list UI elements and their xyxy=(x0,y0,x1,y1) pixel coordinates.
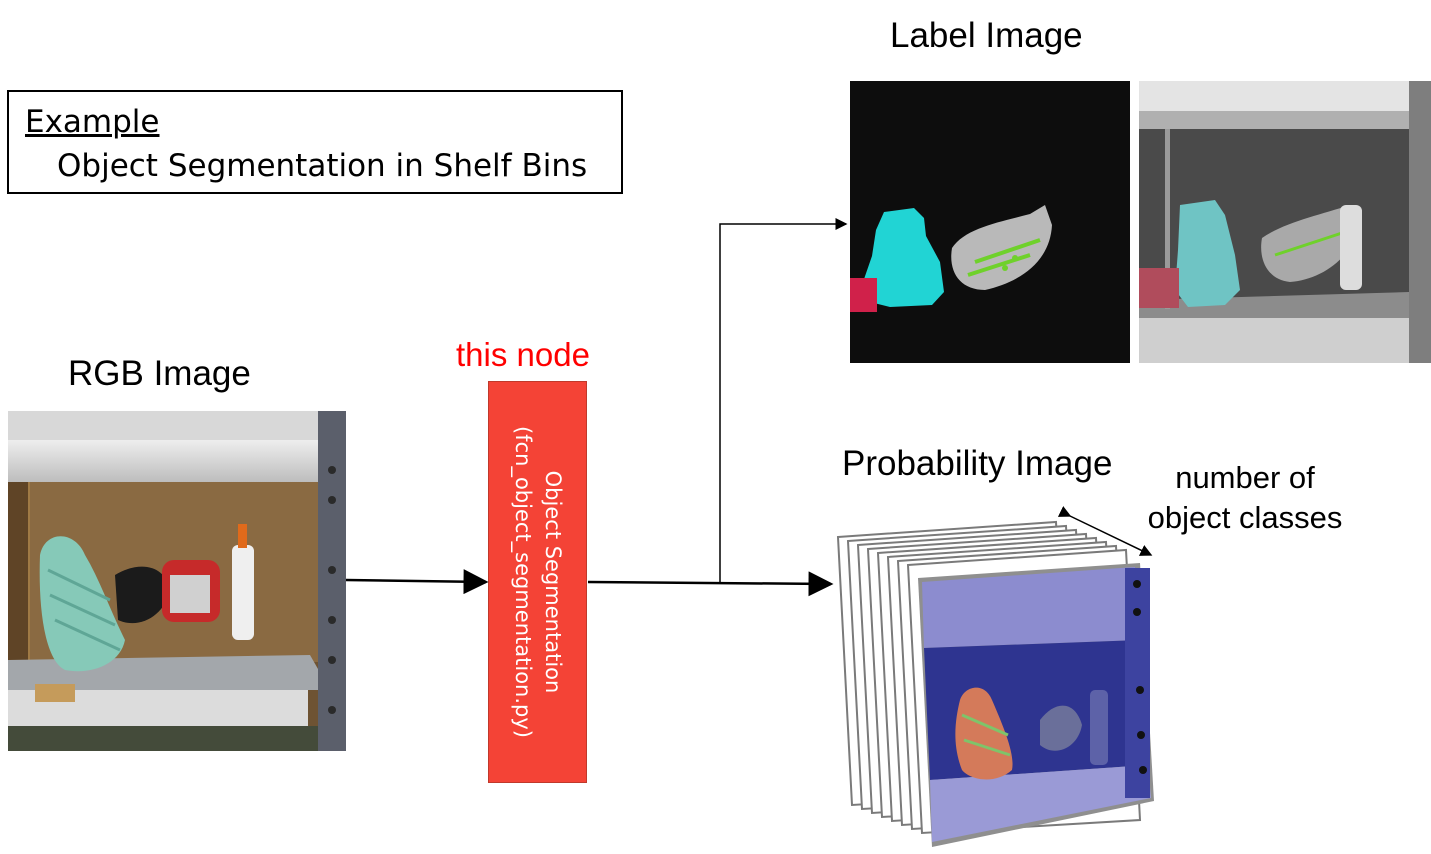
object-segmentation-node: Object Segmentation (fcn_object_segmenta… xyxy=(488,381,587,783)
label-image-mask xyxy=(850,81,1130,363)
example-box: Example Object Segmentation in Shelf Bin… xyxy=(7,90,623,194)
probability-image-title: Probability Image xyxy=(842,444,1113,483)
label-image-title: Label Image xyxy=(890,16,1083,55)
label-image-overlay xyxy=(1139,81,1431,363)
rgb-image xyxy=(8,411,346,751)
flow-arrows xyxy=(345,218,1153,597)
object-classes-line1: number of xyxy=(1175,460,1315,495)
object-classes-line2: object classes xyxy=(1147,500,1343,535)
this-node-label: this node xyxy=(456,336,590,373)
probability-stack xyxy=(836,520,1154,847)
node-to-label-arrow xyxy=(719,218,848,582)
object-classes-arrow xyxy=(1057,506,1153,556)
object-classes-label: number of object classes xyxy=(1140,458,1350,538)
node-to-probability-arrow xyxy=(587,571,834,597)
rgb-to-node-arrow xyxy=(345,569,489,595)
example-heading: Example xyxy=(25,104,160,140)
example-description: Object Segmentation in Shelf Bins xyxy=(57,148,588,184)
rgb-image-title: RGB Image xyxy=(68,354,251,393)
